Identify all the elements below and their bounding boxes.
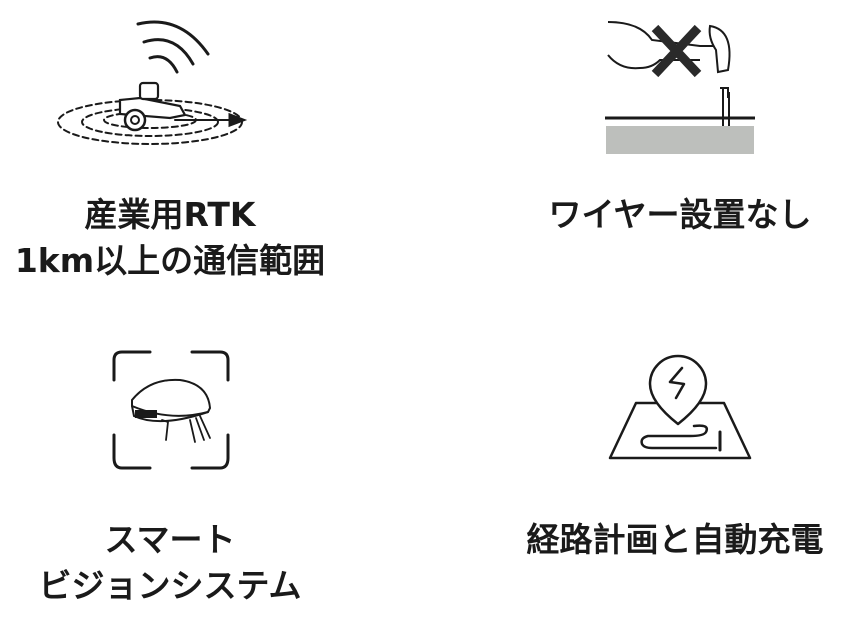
feature-line: 1km以上の通信範囲 (14, 241, 326, 280)
rtk-signal-mower-icon (57, 20, 248, 145)
feature-line: 経路計画と自動充電 (526, 520, 824, 559)
feature-line: スマート (104, 520, 236, 559)
feature-label-vision: スマート ビジョンシステム (0, 517, 340, 609)
feature-line: ワイヤー設置なし (548, 195, 812, 234)
feature-label-no-wire: ワイヤー設置なし (510, 192, 850, 238)
vision-camera-icon (112, 350, 230, 470)
no-wire-hammer-icon (605, 21, 755, 154)
feature-line: ビジョンシステム (38, 566, 302, 605)
feature-line: 産業用RTK (84, 195, 256, 234)
feature-label-route-charging: 経路計画と自動充電 (505, 517, 845, 563)
feature-label-rtk: 産業用RTK 1km以上の通信範囲 (0, 192, 340, 284)
route-charging-map-icon (608, 354, 752, 460)
